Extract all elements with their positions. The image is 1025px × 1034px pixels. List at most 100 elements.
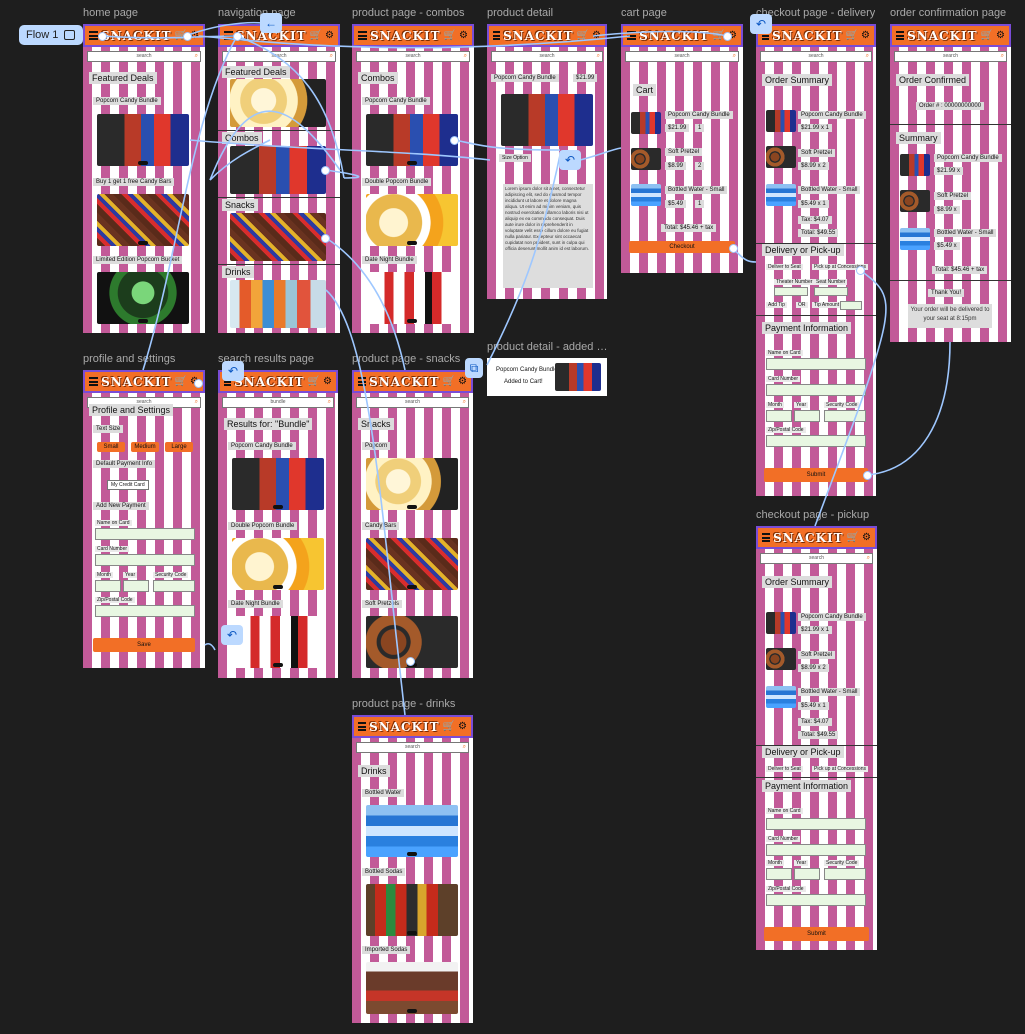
nav-section[interactable]: Combos — [222, 132, 262, 144]
item-label[interactable]: Double Popcorn Bundle — [228, 522, 298, 530]
more-dots-icon[interactable] — [407, 585, 417, 589]
zip-field[interactable] — [766, 435, 866, 447]
card-number-field[interactable] — [766, 844, 866, 856]
default-payment-select[interactable]: My Credit Card — [107, 480, 149, 490]
cart-icon[interactable]: 🛒 — [174, 376, 188, 387]
back-arrow-icon[interactable]: ↶ — [221, 625, 243, 645]
back-arrow-icon[interactable]: ↶ — [750, 14, 772, 34]
item-label[interactable]: Popcorn Candy Bundle — [362, 97, 430, 105]
checkout-button[interactable]: Checkout — [629, 241, 735, 253]
search-input[interactable]: search⌕ — [356, 51, 470, 62]
gear-icon[interactable]: ⚙ — [592, 30, 601, 41]
year-select[interactable] — [123, 580, 149, 592]
logo[interactable]: SNACKIT — [503, 28, 574, 43]
cart-icon[interactable]: 🛒 — [846, 532, 860, 543]
logo[interactable]: SNACKIT — [907, 28, 978, 43]
theater-number-field[interactable] — [774, 287, 808, 296]
gear-icon[interactable]: ⚙ — [458, 721, 467, 732]
product-image[interactable] — [366, 272, 458, 324]
item-label[interactable]: Date Night Bundle — [228, 600, 283, 608]
search-input[interactable]: search⌕ — [356, 742, 469, 753]
more-dots-icon[interactable] — [407, 1009, 417, 1013]
overlay-icon[interactable]: ⧉ — [465, 358, 483, 378]
more-dots-icon[interactable] — [138, 241, 148, 245]
search-input[interactable]: search⌕ — [625, 51, 739, 62]
month-select[interactable] — [95, 580, 121, 592]
security-code-field[interactable] — [824, 410, 866, 422]
product-image[interactable] — [366, 458, 458, 510]
cart-icon[interactable]: 🛒 — [442, 721, 456, 732]
back-arrow-icon[interactable]: ↶ — [222, 361, 244, 381]
more-dots-icon[interactable] — [407, 852, 417, 856]
search-input[interactable]: search⌕ — [894, 51, 1007, 62]
more-dots-icon[interactable] — [407, 241, 417, 245]
logo[interactable]: SNACKIT — [773, 530, 844, 545]
search-input[interactable]: search⌕ — [356, 397, 469, 408]
cart-item-qty[interactable]: 2 — [695, 162, 705, 170]
gear-icon[interactable]: ⚙ — [728, 30, 737, 41]
card-number-field[interactable] — [95, 554, 195, 566]
name-on-card-field[interactable] — [766, 358, 866, 370]
hamburger-icon[interactable] — [762, 533, 771, 542]
logo[interactable]: SNACKIT — [370, 28, 441, 43]
cart-item-qty[interactable]: 1 — [695, 124, 705, 132]
search-icon[interactable]: ⌕ — [463, 53, 467, 59]
search-input[interactable]: search⌕ — [491, 51, 603, 62]
zip-field[interactable] — [95, 605, 195, 617]
flow-start-tag[interactable]: Flow 1 — [19, 25, 83, 45]
hamburger-icon[interactable] — [358, 377, 367, 386]
hamburger-icon[interactable] — [358, 722, 367, 731]
product-image[interactable] — [97, 194, 189, 246]
item-label[interactable]: Double Popcorn Bundle — [362, 178, 432, 186]
item-label[interactable]: Soft Pretzels — [362, 600, 403, 608]
more-dots-icon[interactable] — [407, 931, 417, 935]
hamburger-icon[interactable] — [224, 31, 234, 40]
logo[interactable]: SNACKIT — [772, 28, 843, 43]
logo[interactable]: SNACKIT — [101, 374, 172, 389]
save-button[interactable]: Save — [93, 638, 195, 652]
logo[interactable]: SNACKIT — [639, 28, 710, 43]
zip-field[interactable] — [766, 894, 866, 906]
search-icon[interactable]: ⌕ — [865, 53, 869, 59]
year-select[interactable] — [794, 410, 820, 422]
search-icon[interactable]: ⌕ — [596, 53, 600, 59]
submit-button[interactable]: Submit — [764, 468, 868, 482]
gear-icon[interactable]: ⚙ — [458, 376, 467, 387]
product-image[interactable] — [97, 114, 189, 166]
search-icon[interactable]: ⌕ — [329, 53, 333, 59]
item-label[interactable]: Popcorn Candy Bundle — [93, 97, 161, 105]
item-label[interactable]: Buy 1 get 1 free Candy Bars — [93, 178, 175, 186]
cart-icon[interactable]: 🛒 — [443, 30, 457, 41]
item-label[interactable]: Limited Edition Popcorn Bucket — [93, 256, 183, 264]
nav-image[interactable] — [230, 146, 326, 194]
hamburger-icon[interactable] — [89, 31, 99, 40]
logo[interactable]: SNACKIT — [101, 28, 172, 43]
nav-section[interactable]: Featured Deals — [222, 66, 290, 78]
hamburger-icon[interactable] — [89, 377, 99, 386]
more-dots-icon[interactable] — [138, 161, 148, 165]
name-on-card-field[interactable] — [766, 818, 866, 830]
tip-amount-field[interactable] — [840, 301, 862, 310]
gear-icon[interactable]: ⚙ — [996, 30, 1005, 41]
more-dots-icon[interactable] — [273, 585, 283, 589]
hamburger-icon[interactable] — [358, 31, 368, 40]
item-label[interactable]: Candy Bars — [362, 522, 400, 530]
product-image[interactable] — [366, 114, 458, 166]
logo[interactable]: SNACKIT — [234, 374, 305, 389]
more-dots-icon[interactable] — [273, 505, 283, 509]
search-icon[interactable]: ⌕ — [462, 399, 466, 405]
gear-icon[interactable]: ⚙ — [459, 30, 468, 41]
search-icon[interactable]: ⌕ — [462, 744, 466, 750]
cart-icon[interactable]: 🛒 — [576, 30, 590, 41]
gear-icon[interactable]: ⚙ — [325, 30, 334, 41]
deliver-to-seat-radio[interactable]: Deliver to Seat — [766, 766, 803, 772]
hamburger-icon[interactable] — [627, 31, 637, 40]
logo[interactable]: SNACKIT — [369, 374, 440, 389]
nav-section[interactable]: Snacks — [222, 199, 258, 211]
card-number-field[interactable] — [766, 384, 866, 396]
item-label[interactable]: Bottled Sodas — [362, 868, 406, 876]
security-code-field[interactable] — [824, 868, 866, 880]
security-code-field[interactable] — [153, 580, 195, 592]
cart-icon[interactable]: 🛒 — [845, 30, 859, 41]
pickup-radio[interactable]: Pick up at Concessions — [812, 264, 868, 270]
